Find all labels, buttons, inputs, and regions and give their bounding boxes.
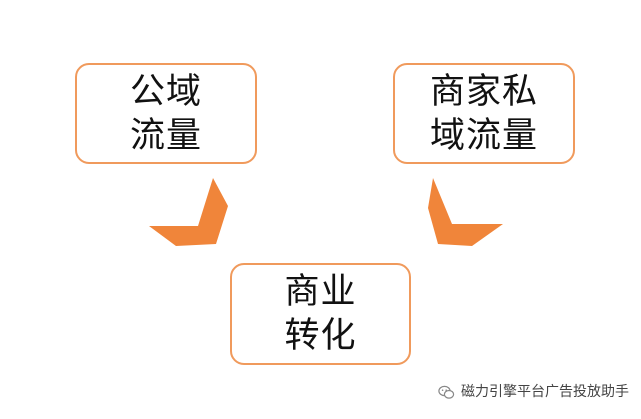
node-public-traffic-line2: 流量: [129, 115, 202, 156]
wechat-icon: [438, 385, 455, 399]
node-public-traffic: 公域 流量: [75, 63, 257, 164]
node-private-traffic-line2: 域流量: [429, 115, 538, 156]
node-public-traffic-line1: 公域: [129, 71, 202, 112]
arrow-public-to-commerce: [149, 178, 228, 246]
watermark-text: 磁力引擎平台广告投放助手: [461, 384, 629, 400]
node-commerce-line2: 转化: [284, 316, 357, 356]
node-private-traffic: 商家私 域流量: [393, 63, 575, 164]
watermark: 磁力引擎平台广告投放助手: [438, 384, 629, 400]
arrow-private-to-commerce: [428, 178, 503, 246]
node-private-traffic-line1: 商家私: [429, 71, 538, 112]
node-commerce-line1: 商业: [284, 272, 357, 312]
node-commerce: 商业 转化: [230, 263, 411, 365]
